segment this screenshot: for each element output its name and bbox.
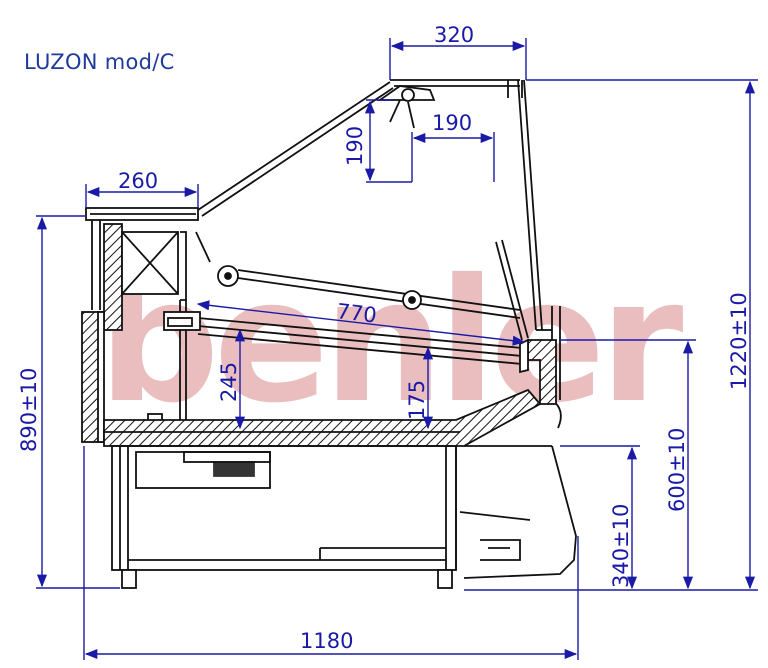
dim-display-depth: 770 [335, 299, 378, 327]
dimension-lines [36, 38, 758, 660]
dim-inner-height-1: 245 [217, 362, 241, 402]
dimension-labels: 320 190 190 260 770 890±10 245 175 1220±… [17, 23, 751, 653]
display-case-outline [81, 79, 577, 589]
dim-total-height: 1220±10 [727, 292, 751, 390]
dim-top-width: 320 [434, 23, 474, 47]
dim-canopy-height: 190 [343, 126, 367, 166]
model-title: LUZON mod/C [24, 50, 175, 74]
dim-total-width: 1180 [300, 629, 353, 653]
dim-left-height: 890±10 [17, 368, 41, 452]
dim-base-height: 340±10 [609, 504, 633, 588]
dim-front-height: 600±10 [665, 428, 689, 512]
dim-shelf-width: 260 [118, 169, 158, 193]
dim-canopy-width: 190 [432, 111, 472, 135]
dim-inner-height-2: 175 [405, 380, 429, 420]
